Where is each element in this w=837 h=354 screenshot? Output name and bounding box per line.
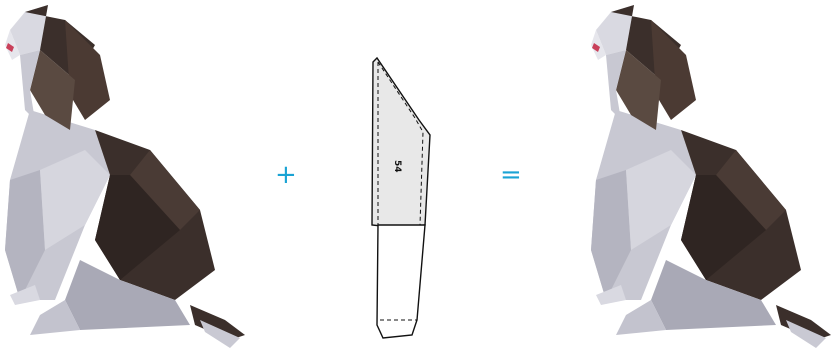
equals-sign: = bbox=[500, 162, 522, 188]
dog-body bbox=[5, 110, 245, 348]
lowpoly-dog-right-icon bbox=[585, 0, 837, 354]
lowpoly-dog-left-icon bbox=[0, 0, 250, 354]
template-upper-piece bbox=[372, 58, 430, 228]
template-lower-piece bbox=[377, 225, 425, 338]
papercraft-template-icon: 54 bbox=[355, 50, 445, 345]
dog-head bbox=[5, 5, 110, 130]
dog-body bbox=[591, 110, 831, 348]
plus-sign: + bbox=[275, 162, 297, 188]
template-piece-number: 54 bbox=[392, 160, 402, 173]
dog-head bbox=[591, 5, 696, 130]
